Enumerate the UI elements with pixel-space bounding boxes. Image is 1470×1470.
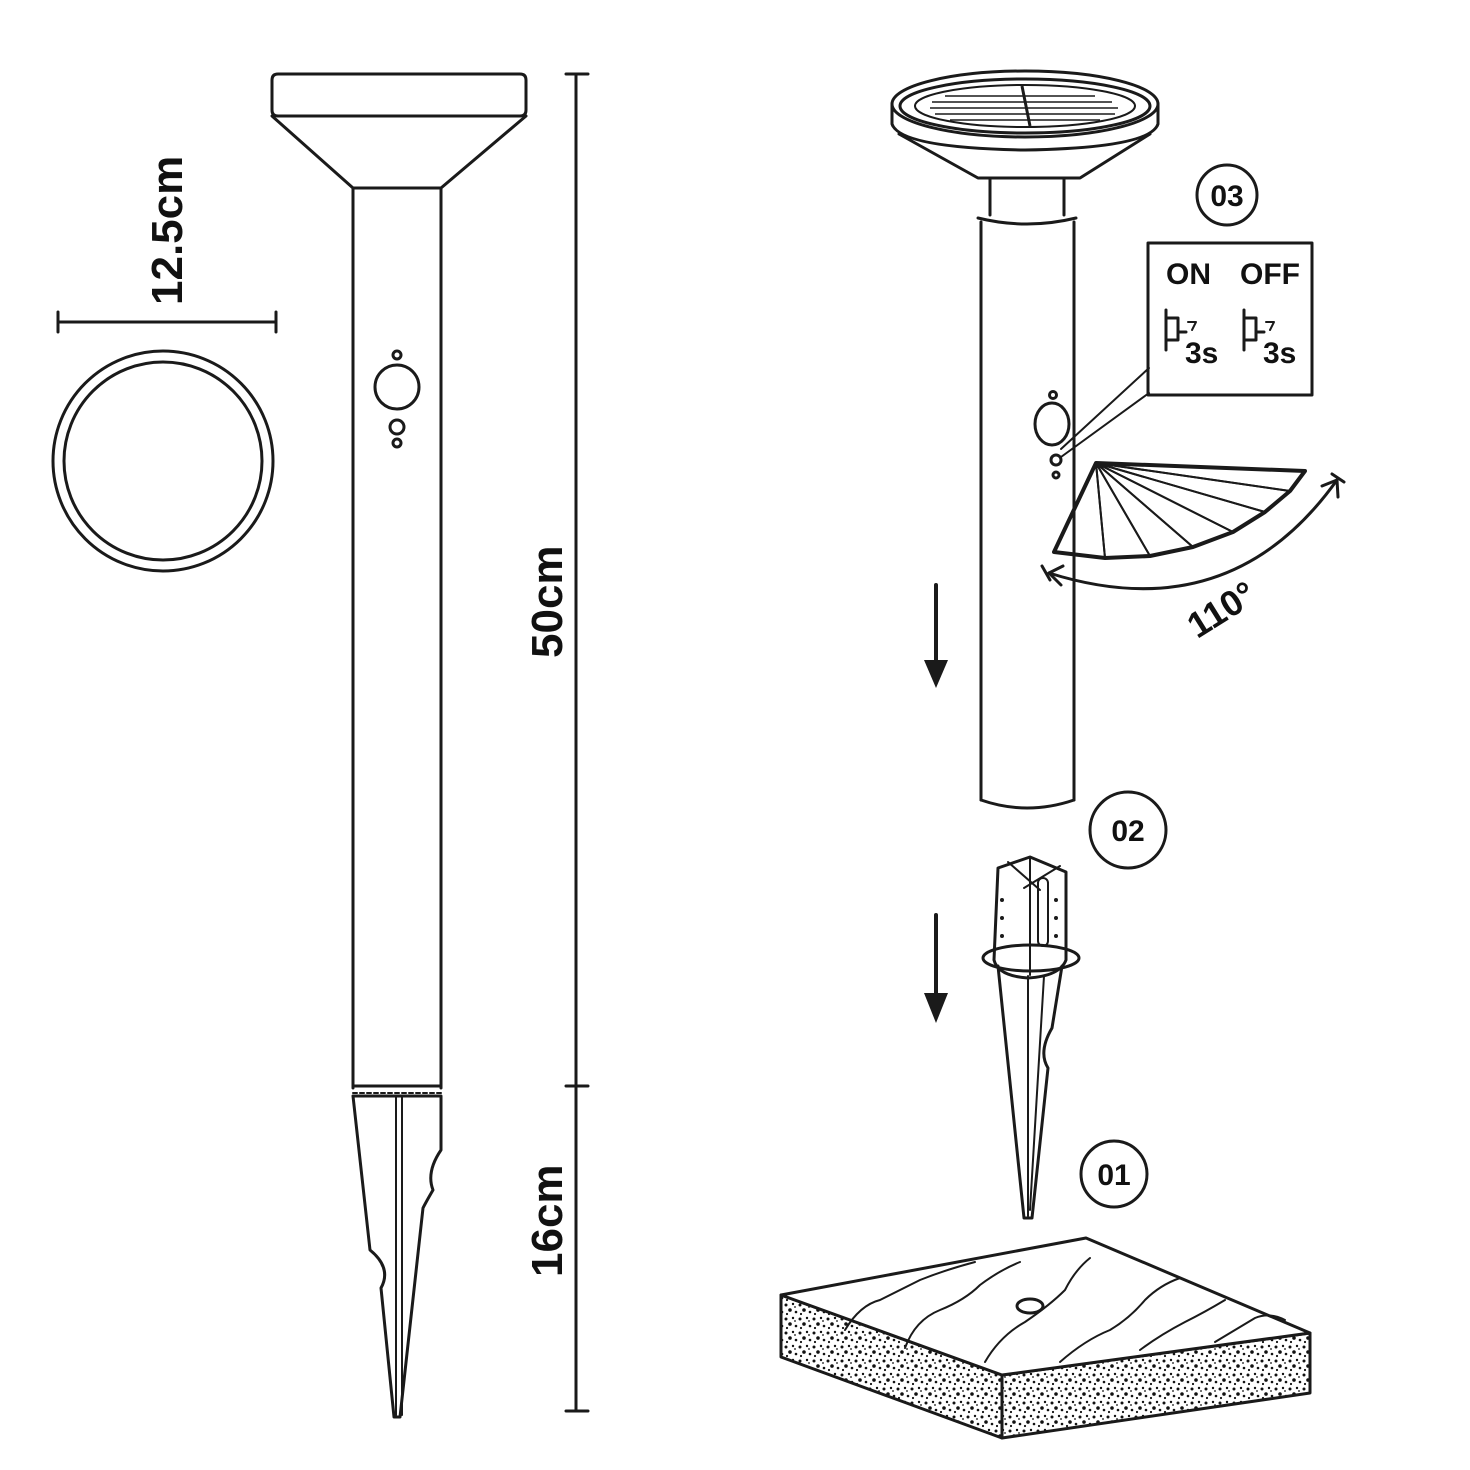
lamp-side-view: [270, 72, 528, 1419]
light-sensor-dot-icon: [391, 349, 403, 361]
press-off-icon: [1242, 308, 1275, 352]
head-funnel: [897, 132, 1152, 180]
diameter-label: 12.5cm: [143, 156, 192, 305]
angle-tick-right: [1330, 472, 1346, 484]
step-1-label: 01: [1097, 1159, 1130, 1192]
step-3-label: 03: [1210, 180, 1243, 213]
switch-instructions-box: [1146, 241, 1314, 397]
ground-slab: [779, 1236, 1312, 1440]
solar-cell-lines: [930, 85, 1118, 127]
spike-slot: [1037, 877, 1049, 947]
indicator-dot-icon: [391, 437, 403, 449]
lamp-top-view: [51, 349, 275, 573]
angle-arrow-right-icon: [1320, 478, 1340, 499]
detection-angle-arc: [1047, 478, 1339, 591]
lamp-cap: [270, 72, 528, 118]
lamp-head-funnel: [270, 114, 528, 190]
power-button-icon-3d: [1049, 453, 1063, 467]
switch-off-hold: 3s: [1263, 337, 1296, 370]
step-1-badge: [1079, 1139, 1149, 1209]
insert-arrow-upper: [924, 583, 948, 688]
callout-leader-top: [1060, 367, 1150, 450]
tube-bottom-curve: [979, 798, 1076, 810]
motion-sensor-icon: [373, 363, 421, 411]
angle-arrow-left-icon: [1047, 564, 1065, 587]
head-rim-inner: [898, 77, 1152, 135]
head-neck-bottom: [976, 216, 1078, 226]
press-on-icon: [1164, 308, 1197, 352]
lamp-tube-3d: [979, 220, 1076, 802]
switch-off-label: OFF: [1240, 258, 1300, 291]
ground-stake-side: [351, 1094, 443, 1419]
spike-blade: [996, 964, 1064, 1220]
head-rim-side: [890, 102, 1160, 152]
light-sensor-dot-icon-3d: [1048, 390, 1058, 400]
angle-tick-left: [1040, 564, 1052, 582]
height-dimension: 50cm 16cm: [523, 72, 590, 1413]
solar-panel-icon: [914, 84, 1136, 128]
lamp-tube: [351, 186, 443, 1090]
spike-hole: [1015, 1297, 1045, 1315]
detection-fan: 110°: [1040, 461, 1346, 646]
top-view-outer-ring: [51, 349, 275, 573]
stake-length-label: 16cm: [523, 1164, 572, 1277]
spike-collar: [981, 943, 1081, 973]
step-2-label: 02: [1111, 815, 1144, 848]
step-3-badge: [1195, 163, 1259, 227]
height-label: 50cm: [523, 545, 572, 658]
lamp-head-assembly: [890, 69, 1160, 810]
insert-arrow-lower: [924, 913, 948, 1023]
indicator-dot-icon-3d: [1051, 470, 1061, 480]
top-view-inner-ring: [62, 360, 264, 562]
head-neck: [988, 176, 1066, 217]
step-2-badge: [1088, 790, 1168, 870]
switch-callout: 03 ON OFF 3s 3s: [1060, 163, 1314, 458]
power-button-icon: [388, 418, 406, 436]
switch-on-label: ON: [1166, 258, 1211, 291]
detection-fan-outline: [1052, 461, 1307, 560]
ground-spike: 02 01: [981, 790, 1168, 1220]
diameter-dimension: 12.5cm: [56, 156, 278, 334]
callout-leader-bottom: [1060, 392, 1150, 458]
switch-on-hold: 3s: [1185, 337, 1218, 370]
motion-sensor-icon-3d: [1033, 401, 1071, 447]
slab-cracks: [844, 1257, 1286, 1363]
